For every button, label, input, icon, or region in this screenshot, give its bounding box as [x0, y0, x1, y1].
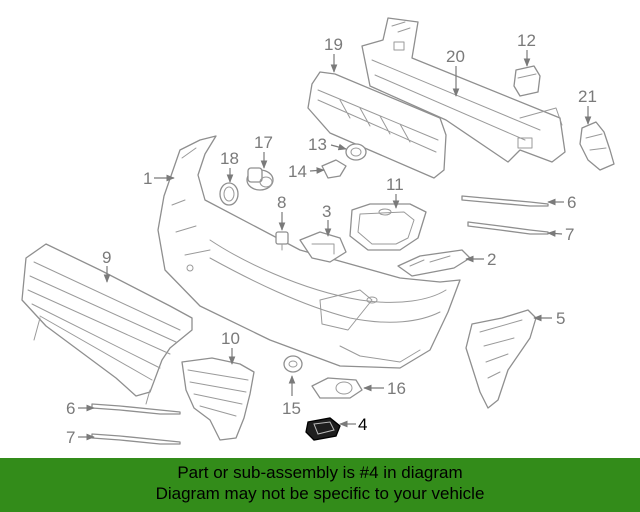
trim-strip-upper-part-7[interactable] — [467, 221, 549, 235]
highlighted-part-4[interactable] — [305, 417, 341, 441]
callout-8: 8 — [277, 193, 286, 212]
callout-9: 9 — [102, 248, 111, 267]
callout-16: 16 — [387, 379, 406, 398]
callout-4: 4 — [358, 415, 367, 434]
callout-2: 2 — [487, 250, 496, 269]
grille-part-9[interactable] — [21, 243, 193, 405]
callout-15: 15 — [282, 399, 301, 418]
bolt-part-8[interactable] — [275, 231, 289, 251]
callout-7-upper: 7 — [565, 225, 574, 244]
side-bracket-part-5[interactable] — [465, 309, 537, 409]
mounting-bracket-part-2[interactable] — [397, 249, 471, 277]
bracket-part-3[interactable] — [299, 231, 347, 263]
callout-labels: 1 2 3 4 5 6 6 7 7 8 9 10 11 12 13 14 15 … — [66, 31, 597, 447]
trim-strip-lower-part-7[interactable] — [91, 433, 181, 445]
callout-13: 13 — [308, 135, 327, 154]
lower-grille-part-10[interactable] — [181, 357, 255, 441]
callout-6-lower: 6 — [66, 399, 75, 418]
info-banner: Part or sub-assembly is #4 in diagram Di… — [0, 458, 640, 512]
callout-14: 14 — [288, 162, 307, 181]
bumper-cover-part-1[interactable] — [157, 135, 461, 369]
callout-12: 12 — [517, 31, 536, 50]
trim-frame-part-11[interactable] — [349, 203, 427, 251]
plug-part-15[interactable] — [283, 355, 303, 373]
parts-diagram: 1 2 3 4 5 6 6 7 7 8 9 10 11 12 13 14 15 … — [21, 17, 615, 447]
callout-18: 18 — [220, 149, 239, 168]
callout-20: 20 — [446, 47, 465, 66]
parking-sensor-part-17[interactable] — [246, 167, 274, 191]
banner-line-disclaimer: Diagram may not be specific to your vehi… — [155, 484, 485, 503]
trim-strip-upper-part-6[interactable] — [461, 195, 549, 207]
fog-lamp-trim-part-16[interactable] — [311, 377, 363, 399]
callout-5: 5 — [556, 309, 565, 328]
leader-lines — [78, 50, 592, 441]
callout-19: 19 — [324, 35, 343, 54]
banner-line-part-number: Part or sub-assembly is #4 in diagram — [177, 463, 463, 482]
callout-3: 3 — [322, 202, 331, 221]
callout-6-upper: 6 — [567, 193, 576, 212]
bump-stop-part-12[interactable] — [513, 65, 541, 97]
callout-17: 17 — [254, 133, 273, 152]
sensor-ring-part-18[interactable] — [219, 182, 239, 206]
callout-1: 1 — [143, 169, 152, 188]
trim-strip-lower-part-6[interactable] — [91, 403, 181, 415]
energy-absorber-part-19[interactable] — [307, 71, 447, 179]
bracket-part-21[interactable] — [579, 121, 615, 171]
callout-10: 10 — [221, 329, 240, 348]
callout-21: 21 — [578, 87, 597, 106]
push-clip-part-13[interactable] — [345, 143, 367, 161]
clip-part-14[interactable] — [321, 159, 347, 179]
callout-11: 11 — [386, 175, 404, 194]
callout-7-lower: 7 — [66, 428, 75, 447]
